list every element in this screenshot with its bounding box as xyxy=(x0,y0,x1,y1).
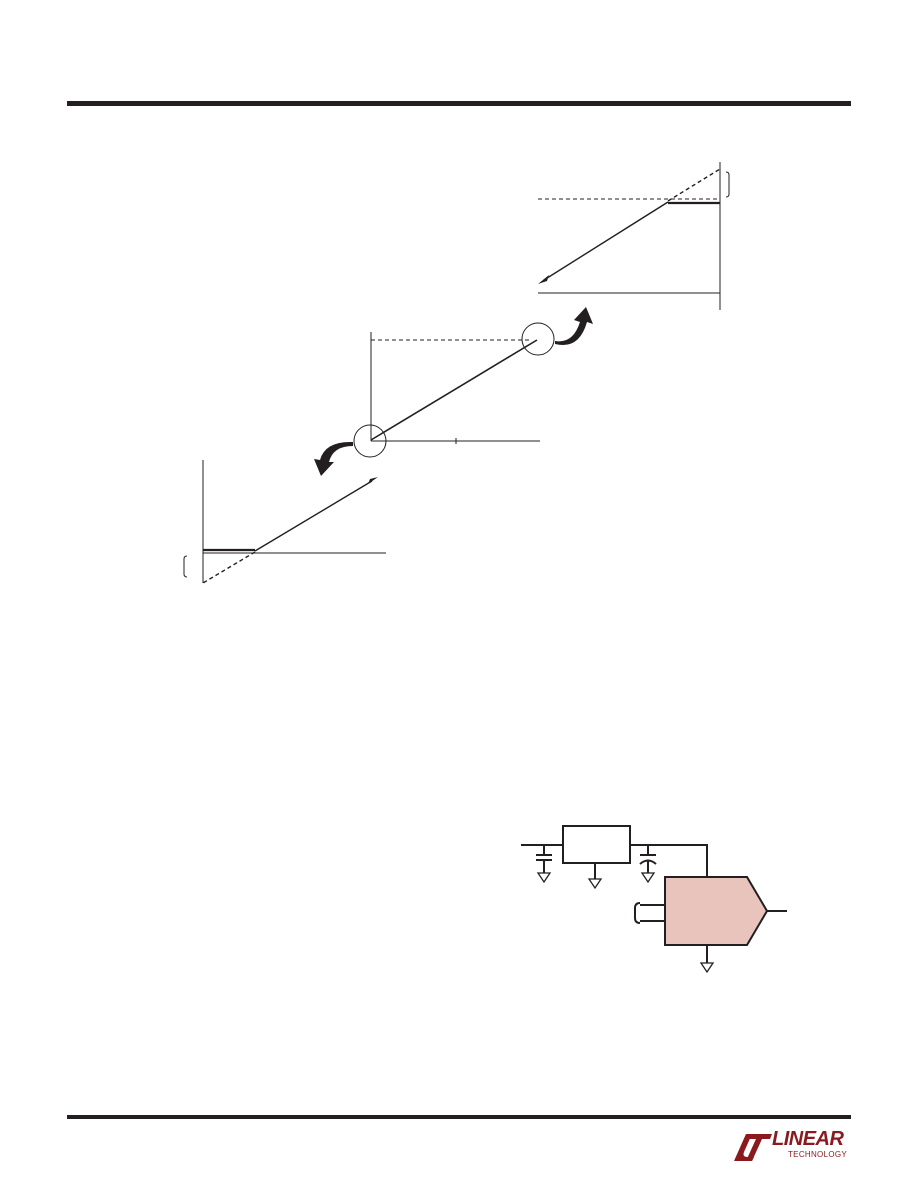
upper-plot-bracket xyxy=(725,171,730,198)
main-plot-transfer-line xyxy=(370,339,538,441)
zoom-pointer-upper-arrow xyxy=(555,307,593,346)
lower-plot-arrowhead xyxy=(368,477,378,484)
lower-plot-transfer-line xyxy=(254,480,373,552)
header-rule xyxy=(67,101,851,106)
lower-plot-ideal-dashed xyxy=(202,551,256,584)
output-wire xyxy=(630,844,708,877)
footer-rule xyxy=(67,1115,851,1119)
upper-plot-transfer-line xyxy=(543,201,669,281)
logo-subline: TECHNOLOGY xyxy=(788,1150,848,1159)
zoom-pointer-lower-arrow xyxy=(314,441,353,476)
zoom-circle-upper xyxy=(521,322,555,356)
upper-plot-ideal-dashed xyxy=(667,168,721,202)
logo-wordmark: LINEAR xyxy=(772,1128,844,1150)
ground-symbol-input-cap xyxy=(536,872,552,884)
input-bracket xyxy=(634,902,641,924)
regulator-box xyxy=(562,825,631,864)
output-cap-plate-curved xyxy=(639,859,657,865)
ground-symbol-regulator xyxy=(587,878,603,890)
adc-amplifier-block xyxy=(664,876,769,946)
upper-plot-arrowhead xyxy=(538,275,549,284)
linear-technology-logo: LINEAR TECHNOLOGY xyxy=(732,1128,854,1164)
ground-symbol-output-cap xyxy=(640,872,656,884)
zoom-circle-lower xyxy=(353,424,387,458)
lt-logo-mark-icon xyxy=(734,1134,772,1161)
lower-plot-bracket xyxy=(183,555,188,578)
ground-symbol-amplifier xyxy=(699,962,715,974)
